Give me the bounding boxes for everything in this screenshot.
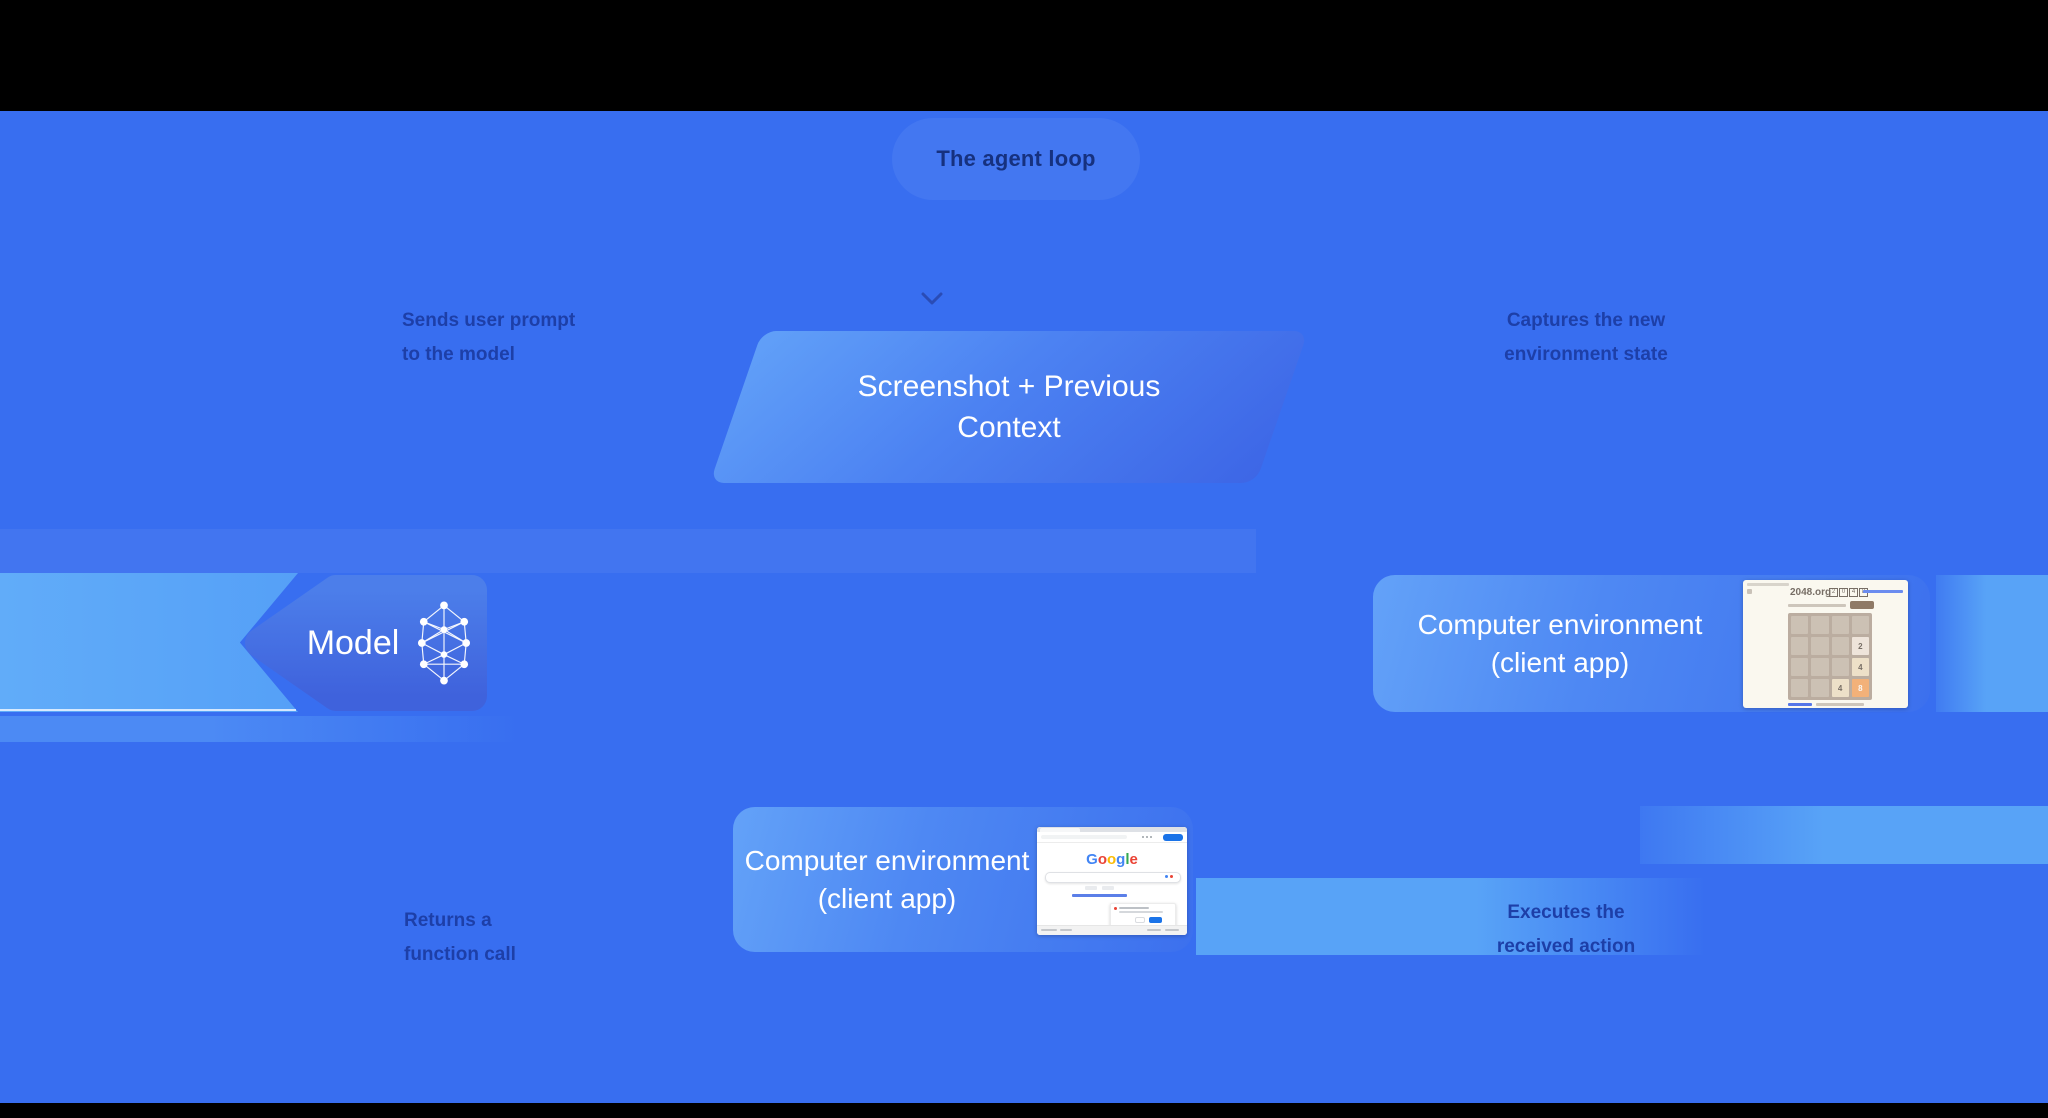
- search-icon: [1165, 875, 1168, 878]
- search-input: [1045, 872, 1181, 883]
- arrow-down-icon: [921, 292, 943, 305]
- favicon-icon: [1747, 589, 1752, 594]
- label-captures-environment-state: Captures the new environment state: [1504, 310, 1668, 365]
- how-to-play-link-bar: [1788, 703, 1812, 706]
- flow-band-env-out: [1196, 878, 1706, 955]
- node-model-label: Model: [306, 623, 400, 662]
- game-tile-2: 2: [1851, 637, 1869, 655]
- loop-title-pill: The agent loop: [892, 118, 1140, 200]
- browser-tab-text: [1747, 583, 1789, 586]
- screenshot-google-search: Google: [1037, 827, 1187, 935]
- model-chevron-shape: [245, 575, 487, 711]
- menu-dots-icon: [1142, 836, 1152, 838]
- game-cell: [1791, 637, 1809, 655]
- game-cell: [1811, 616, 1829, 634]
- cookie-dialog: [1110, 903, 1176, 927]
- label-executes-received-action: Executes the received action: [1496, 902, 1636, 957]
- footer-text-bar: [1816, 703, 1864, 706]
- google-logo: Google: [1086, 851, 1138, 868]
- browser-tab: [1040, 828, 1080, 832]
- game-cell: [1831, 616, 1849, 634]
- node-model: Model: [230, 567, 502, 719]
- new-game-button: [1850, 601, 1874, 609]
- game-cell: [1811, 658, 1829, 676]
- game-cell: [1791, 679, 1809, 697]
- flow-band-model-out: [0, 716, 520, 742]
- game-cell: [1851, 616, 1869, 634]
- game-tile-8: 8: [1851, 679, 1869, 697]
- game-cell: [1831, 637, 1849, 655]
- letterbox-bottom: [0, 1103, 2048, 1118]
- google-footer: [1037, 925, 1187, 935]
- game-cell: [1791, 616, 1809, 634]
- neural-network-icon: [418, 601, 471, 685]
- label-sends-user-prompt: Sends user prompt to the model: [402, 310, 576, 365]
- browser-chrome: [1037, 827, 1187, 843]
- top-link-bar: [1863, 590, 1903, 593]
- node-screenshot-context-label: Screenshot + Previous Context: [857, 370, 1161, 444]
- sign-in-button: [1163, 834, 1183, 841]
- url-bar: [1041, 835, 1127, 839]
- dialog-secondary-button: [1135, 917, 1145, 923]
- site-title-2048: 2048.org: [1790, 587, 1832, 598]
- google-search-button: [1085, 886, 1097, 890]
- node-env-bottom-label: Computer environment (client app): [744, 844, 1030, 914]
- flow-band-right-upper: [1640, 806, 2048, 864]
- game-cell: [1811, 679, 1829, 697]
- node-env-right-label: Computer environment (client app): [1417, 608, 1703, 678]
- dialog-primary-button: [1149, 917, 1162, 923]
- letterbox-top: [0, 0, 2048, 111]
- feeling-lucky-button: [1102, 886, 1114, 890]
- flow-band-right-edge: [1936, 575, 2048, 712]
- label-returns-function-call: Returns a function call: [404, 910, 516, 965]
- game-cell: [1791, 658, 1809, 676]
- logo-tile: 0: [1839, 588, 1848, 597]
- logo-tile: 2: [1829, 588, 1838, 597]
- node-computer-environment-right: Computer environment (client app) 2048.o…: [1373, 575, 1930, 712]
- game-cell: [1811, 637, 1829, 655]
- node-computer-environment-bottom: Computer environment (client app) Google: [733, 807, 1193, 952]
- game-tile-4: 4: [1851, 658, 1869, 676]
- mic-icon: [1170, 875, 1173, 878]
- dialog-text-bar2: [1119, 911, 1163, 913]
- dialog-text-bar: [1119, 907, 1149, 909]
- game-tile-4: 4: [1831, 679, 1849, 697]
- node-screenshot-context: Screenshot + Previous Context: [709, 331, 1309, 483]
- tagline-text-bar: [1788, 604, 1846, 607]
- loop-title-label: The agent loop: [936, 146, 1096, 171]
- tab-strip: [1037, 827, 1187, 832]
- language-links-bar: [1072, 894, 1127, 897]
- dialog-icon: [1114, 907, 1117, 910]
- flow-band-edge-line: [0, 709, 296, 711]
- game-cell: [1831, 658, 1849, 676]
- flow-band-context-to-left: [0, 529, 1256, 573]
- logo-tile: 4: [1849, 588, 1858, 597]
